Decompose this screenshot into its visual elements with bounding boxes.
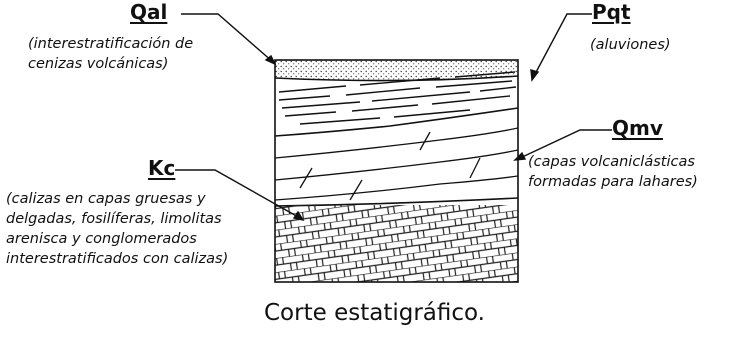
layer-description-qmv: (capas volcaniclásticas formadas para la… xyxy=(528,154,698,190)
layer-code-pqt: Pqt xyxy=(592,0,631,24)
layer-description-kc: (calizas en capas gruesas y delgadas, fo… xyxy=(6,191,229,267)
leader-kc xyxy=(175,169,301,219)
layer-code-kc: Kc xyxy=(148,156,176,180)
layer-description-qal: (interestratificación de cenizas volcáni… xyxy=(28,36,194,72)
leader-qmv xyxy=(517,129,612,160)
layer-pqt xyxy=(278,71,517,125)
leader-pqt xyxy=(533,13,592,77)
layer-qmv xyxy=(275,127,518,201)
layer-kc xyxy=(275,205,518,282)
layer-code-qmv: Qmv xyxy=(612,116,663,140)
figure-caption: Corte estatigráfico. xyxy=(264,300,485,326)
layer-qal xyxy=(275,60,518,81)
section-frame xyxy=(274,59,519,283)
layer-code-qal: Qal xyxy=(130,0,168,24)
layer-description-pqt: (aluviones) xyxy=(590,37,671,53)
leader-qal xyxy=(181,13,274,63)
